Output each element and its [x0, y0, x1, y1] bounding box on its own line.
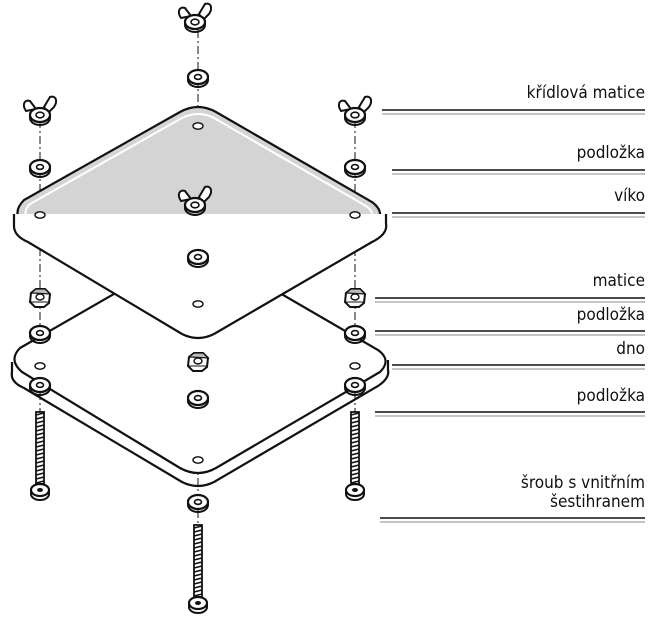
label-lid: víko — [614, 186, 645, 206]
label-nut: matice — [592, 271, 645, 291]
label-washer-low: podložka — [576, 386, 645, 406]
label-bottom: dno — [616, 339, 645, 359]
leader-lines — [375, 109, 645, 523]
label-wing-nut: křídlová matice — [526, 83, 645, 103]
label-washer-top: podložka — [576, 143, 645, 163]
label-washer-mid: podložka — [576, 305, 645, 325]
label-screw: šroub s vnitřním šestihranem — [520, 473, 645, 512]
lid-plate — [12, 105, 388, 340]
